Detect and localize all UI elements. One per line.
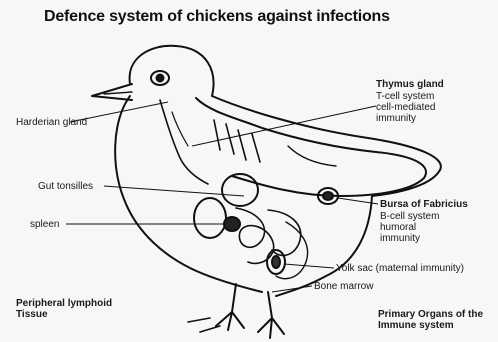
spleen-label: spleen	[30, 219, 59, 230]
bursa-label: Bursa of Fabricius	[380, 199, 468, 210]
spleen	[224, 217, 240, 231]
pointer-yolk	[284, 264, 334, 268]
left-leg	[216, 284, 244, 330]
harderian-label: Harderian gland	[16, 117, 87, 128]
bone-marrow-label: Bone marrow	[314, 281, 373, 292]
gizzard	[194, 198, 226, 238]
gut-tonsilles-label: Gut tonsilles	[38, 181, 93, 192]
right-leg	[258, 292, 284, 338]
thymus-label: Thymus gland	[376, 79, 444, 90]
thymus-description: T-cell system cell-mediated immunity	[376, 91, 435, 124]
trachea	[160, 100, 208, 184]
primary-organs-label: Primary Organs of the Immune system	[378, 309, 483, 331]
chicken-breast	[115, 96, 262, 292]
yolk-sac-label: Yolk sac (maternal immunity)	[336, 263, 464, 274]
bursa-description: B-cell system humoral immunity	[380, 211, 439, 244]
peripheral-lymphoid-label: Peripheral lymphoid Tissue	[16, 298, 112, 320]
